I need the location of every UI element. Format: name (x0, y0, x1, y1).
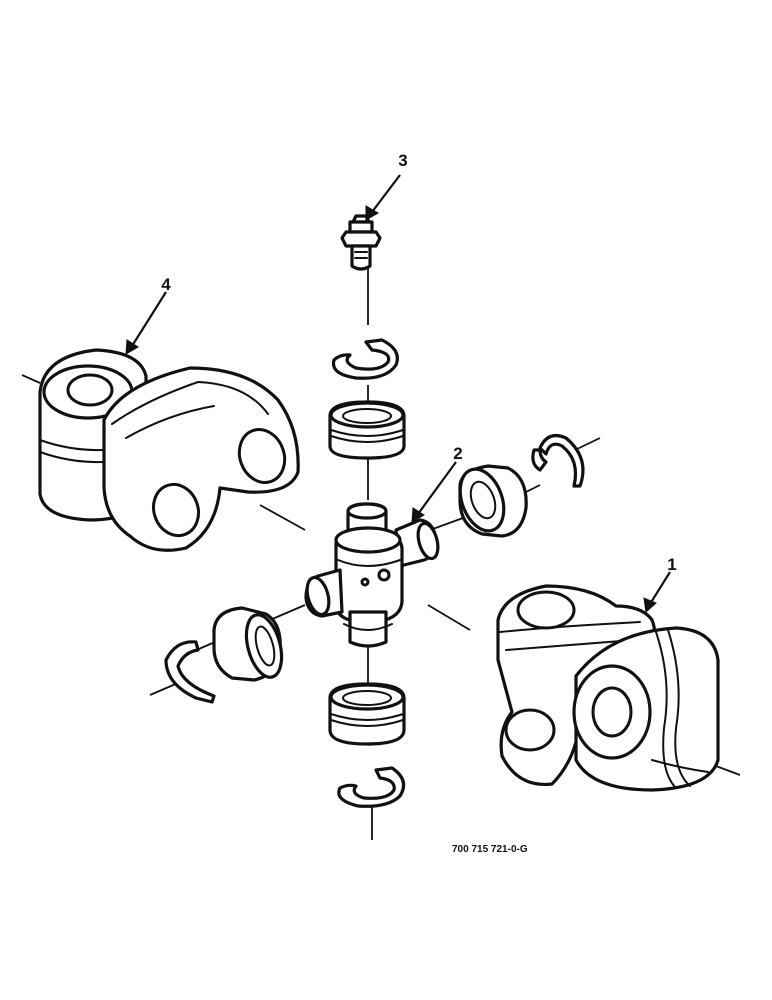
snap-ring-right (531, 434, 585, 488)
snap-ring-top (331, 338, 399, 380)
callout-leader-4 (125, 291, 167, 355)
figure-reference-code: 700 715 721-0-G (452, 844, 528, 855)
bearing-cup-right (458, 464, 528, 538)
callout-label-4: 4 (161, 275, 171, 294)
yoke-left (38, 348, 300, 552)
cross-spider (304, 502, 440, 648)
callout-leader-3 (365, 174, 401, 221)
snap-ring-bottom (337, 766, 406, 808)
bearing-cup-left (212, 606, 284, 682)
callout-label-2: 2 (453, 444, 462, 463)
callout-leader-2 (411, 461, 457, 523)
yoke-right (496, 584, 720, 792)
callout-leader-1 (643, 571, 671, 613)
grease-fitting (340, 214, 382, 271)
bearing-cup-bottom (328, 682, 406, 746)
callout-label-3: 3 (398, 151, 407, 170)
snap-ring-left (164, 640, 216, 704)
bearing-cup-top (328, 400, 406, 460)
callout-label-1: 1 (667, 555, 676, 574)
